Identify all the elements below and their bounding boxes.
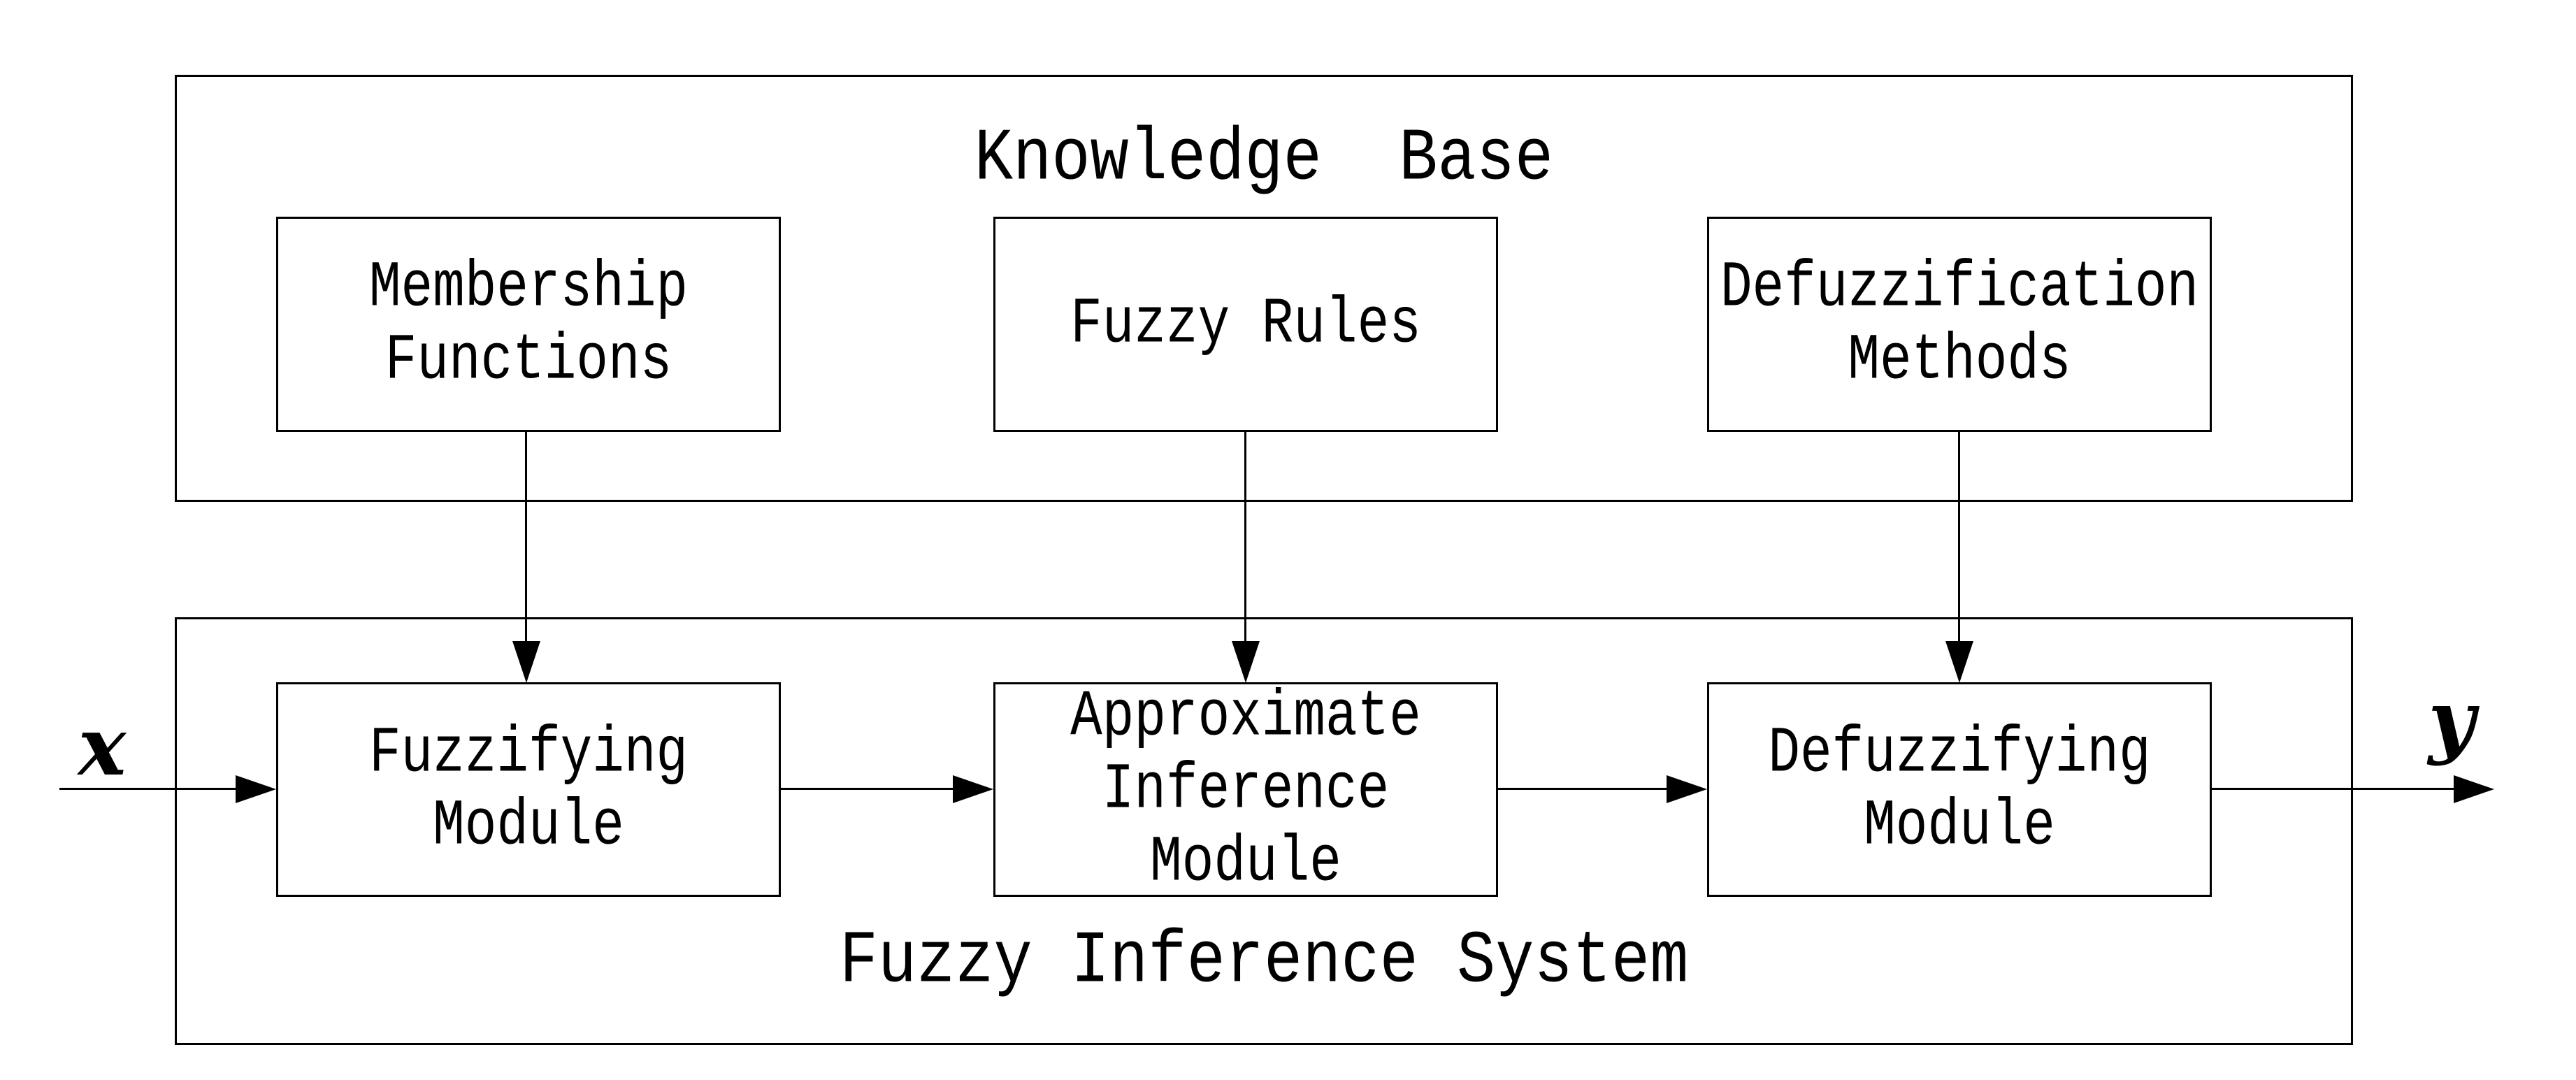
output-label-y: y [2428,673,2475,768]
approximate-inference-module-label-line1: Approximate [1070,680,1421,754]
output-arrow-head-icon [2454,775,2494,803]
approximate-inference-module-label-line3: Module [1150,826,1341,899]
arrow-fuzzifying-to-inference-head-icon [953,775,993,803]
arrow-rules-to-inference-line [1244,432,1246,642]
fuzzy-inference-system-title: Fuzzy Inference System [839,919,1689,1004]
membership-functions-box: Membership Functions [276,217,781,432]
arrow-inference-to-defuzzifying-line [1498,788,1667,790]
fuzzifying-module-label-line2: Module [433,789,624,863]
fuzzifying-module-label-line1: Fuzzifying [368,717,689,790]
knowledge-base-container-box [175,75,2353,502]
defuzzification-methods-box: Defuzzification Methods [1707,217,2212,432]
arrow-defuzzification-to-defuzzifying-line [1958,432,1960,642]
defuzzifying-module-label-line2: Module [1864,789,2055,863]
fuzzifying-module-box: Fuzzifying Module [276,682,781,897]
knowledge-base-title: Knowledge Base [974,117,1554,201]
arrow-fuzzifying-to-inference-line [779,788,953,790]
arrow-membership-to-fuzzifying-head-icon [512,641,540,683]
input-arrow-head-icon [236,775,276,803]
approximate-inference-module-box: Approximate Inference Module [993,680,1498,899]
approximate-inference-module-label-line2: Inference [1102,753,1390,826]
output-arrow-line [2212,788,2454,790]
arrow-defuzzification-to-defuzzifying-head-icon [1945,641,1973,683]
arrow-inference-to-defuzzifying-head-icon [1667,775,1707,803]
defuzzification-methods-label-line1: Defuzzification [1720,251,2199,325]
input-label-x: x [78,700,127,794]
fuzzy-inference-system-container-box [175,617,2353,1045]
fuzzy-rules-label-line1: Fuzzy Rules [1070,287,1421,361]
arrow-membership-to-fuzzifying-line [525,432,527,642]
defuzzification-methods-label-line2: Methods [1848,324,2071,398]
arrow-rules-to-inference-head-icon [1232,641,1260,683]
membership-functions-label-line2: Functions [384,324,672,398]
membership-functions-label-line1: Membership [368,251,689,325]
defuzzifying-module-label-line1: Defuzzifying [1768,717,2151,790]
defuzzifying-module-box: Defuzzifying Module [1707,682,2212,897]
fuzzy-rules-box: Fuzzy Rules [993,217,1498,432]
input-arrow-line [59,788,236,790]
